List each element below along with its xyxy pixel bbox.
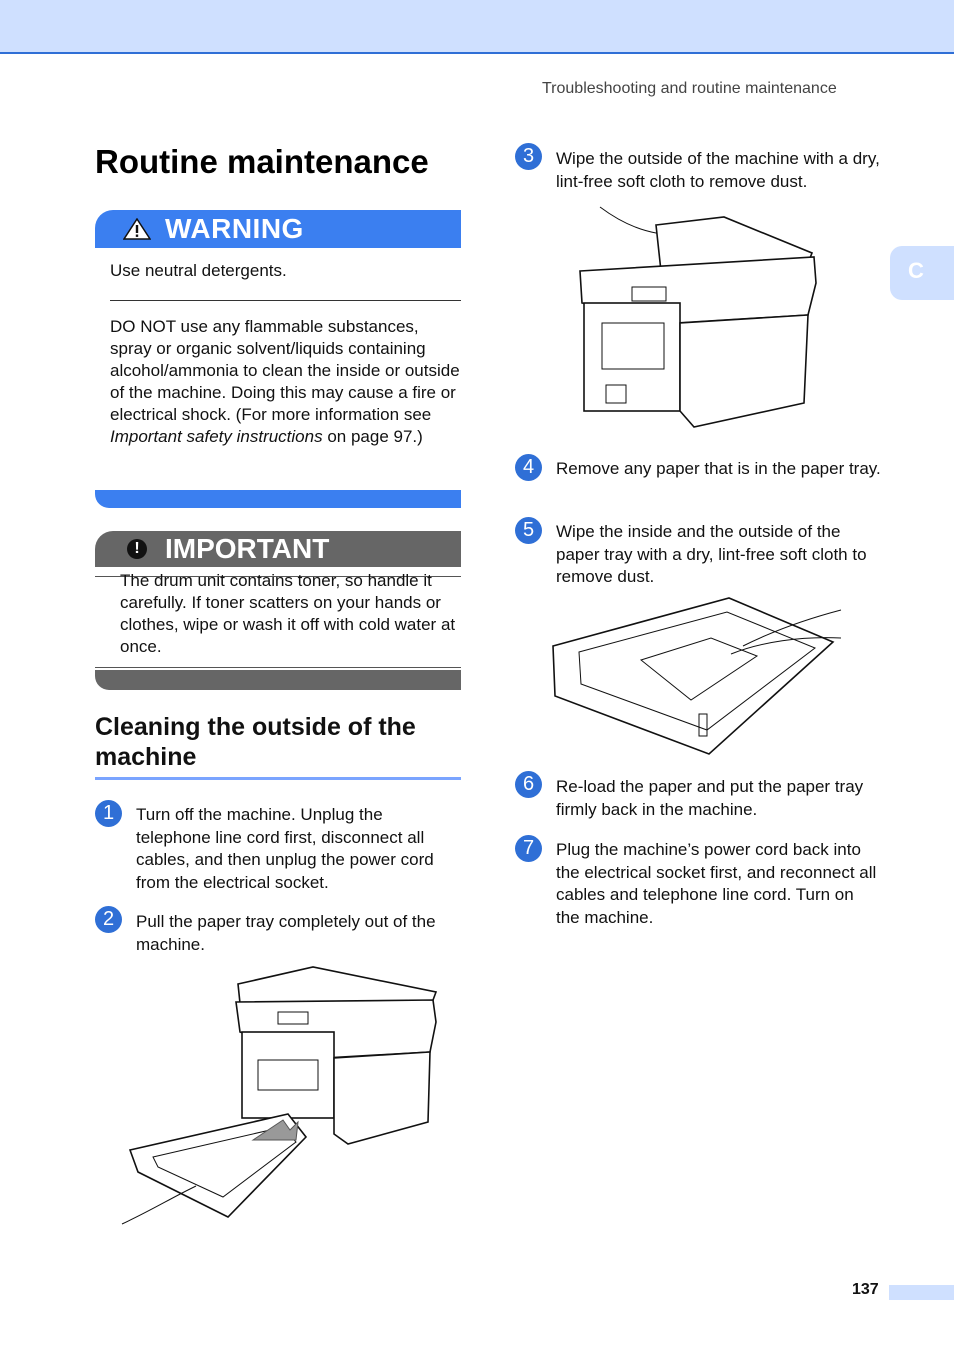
important-top-rule [95, 576, 461, 577]
footer-band [889, 1285, 954, 1300]
step-5-number: 5 [515, 517, 542, 544]
running-head: Troubleshooting and routine maintenance [542, 80, 837, 97]
warning-para-1: Use neutral detergents. [110, 261, 287, 280]
step-3-number: 3 [515, 143, 542, 170]
step-6-number: 6 [515, 771, 542, 798]
section-rule [95, 777, 461, 780]
step-6-text: Re-load the paper and put the paper tray… [556, 777, 864, 819]
warning-header: WARNING [95, 210, 461, 248]
step-2-text: Pull the paper tray completely out of th… [136, 912, 436, 954]
step-7-number: 7 [515, 835, 542, 862]
step-4-text: Remove any paper that is in the paper tr… [556, 459, 881, 478]
wipe-paper-tray-illustration [552, 597, 842, 755]
step-2-number: 2 [95, 906, 122, 933]
step-1-number: 1 [95, 800, 122, 827]
warning-divider [110, 300, 461, 301]
important-bottom-rule [95, 667, 461, 668]
page-number: 137 [852, 1281, 879, 1298]
step-3-text: Wipe the outside of the machine with a d… [556, 149, 880, 191]
exclamation-icon: ! [127, 539, 147, 559]
step-7-text: Plug the machine’s power cord back into … [556, 840, 877, 927]
important-footer [95, 670, 461, 690]
important-header: ! IMPORTANT [95, 531, 461, 567]
step-5-text: Wipe the inside and the outside of the p… [556, 522, 867, 586]
warning-para-2-page: on page 97.) [322, 427, 423, 446]
section-title: Cleaning the outside of the machine [95, 713, 416, 771]
safety-instructions-reference: Important safety instructions [110, 427, 323, 446]
chapter-tab-label: C [908, 258, 924, 283]
warning-footer [95, 490, 461, 508]
chapter-tab[interactable]: C [890, 246, 954, 300]
step-1-text: Turn off the machine. Unplug the telepho… [136, 805, 434, 892]
warning-para-2-text: DO NOT use any flammable substances, spr… [110, 317, 460, 424]
important-label: IMPORTANT [165, 533, 330, 564]
step-4-number: 4 [515, 454, 542, 481]
warning-para-2: DO NOT use any flammable substances, spr… [110, 316, 460, 448]
warning-icon [123, 218, 151, 240]
wipe-machine-illustration [579, 206, 817, 428]
top-band [0, 0, 954, 54]
pull-paper-tray-illustration [121, 966, 438, 1225]
page-title: Routine maintenance [95, 143, 429, 180]
important-text: The drum unit contains toner, so handle … [120, 571, 456, 656]
warning-label: WARNING [165, 213, 304, 244]
